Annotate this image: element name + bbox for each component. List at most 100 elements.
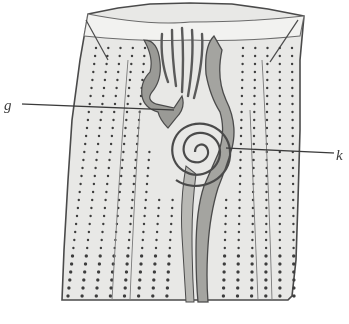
stipple-dot	[91, 79, 93, 81]
stipple-dot	[155, 247, 157, 249]
stipple-dot	[254, 63, 256, 65]
stipple-dot	[292, 159, 294, 161]
stipple-dot	[279, 183, 281, 185]
stipple-dot	[278, 270, 281, 273]
stipple-dot	[107, 175, 109, 177]
stipple-dot	[158, 207, 160, 209]
stipple-dot	[98, 135, 100, 137]
stipple-dot	[292, 143, 294, 145]
stipple-dot	[251, 239, 253, 241]
stipple-dot	[223, 262, 226, 265]
stipple-dot	[264, 270, 267, 273]
stipple-dot	[251, 262, 254, 265]
stipple-dot	[253, 103, 255, 105]
stipple-dot	[89, 223, 91, 225]
stipple-dot	[264, 262, 267, 265]
stipple-dot	[279, 207, 281, 209]
stipple-dot	[85, 135, 87, 137]
stipple-dot	[127, 95, 129, 97]
stipple-dot	[120, 175, 122, 177]
stipple-dot	[240, 127, 242, 129]
stipple-dot	[156, 223, 158, 225]
stipple-dot	[254, 55, 256, 57]
stipple-dot	[265, 239, 267, 241]
stipple-dot	[239, 191, 241, 193]
stipple-dot	[142, 239, 144, 241]
stipple-dot	[279, 143, 281, 145]
stipple-dot	[73, 239, 75, 241]
stipple-dot	[126, 262, 129, 265]
stipple-dot	[279, 55, 281, 57]
stipple-dot	[115, 87, 117, 89]
stipple-dot	[266, 71, 268, 73]
stipple-dot	[77, 207, 79, 209]
label-g: g	[4, 98, 12, 114]
stipple-dot	[253, 127, 255, 129]
stipple-dot	[242, 47, 244, 49]
stipple-dot	[121, 159, 123, 161]
stipple-dot	[132, 191, 134, 193]
stipple-dot	[90, 207, 92, 209]
stipple-dot	[238, 207, 240, 209]
stipple-dot	[264, 254, 267, 257]
stipple-dot	[236, 294, 239, 297]
stipple-dot	[292, 207, 294, 209]
stipple-dot	[81, 167, 83, 169]
stipple-dot	[96, 151, 98, 153]
stipple-dot	[95, 47, 97, 49]
stipple-dot	[291, 71, 293, 73]
stipple-dot	[225, 199, 227, 201]
stipple-dot	[141, 247, 143, 249]
stipple-dot	[143, 215, 145, 217]
stipple-dot	[279, 95, 281, 97]
stipple-dot	[105, 63, 107, 65]
stipple-dot	[292, 167, 294, 169]
stipple-dot	[108, 159, 110, 161]
stipple-dot	[109, 294, 112, 297]
stipple-dot	[266, 119, 268, 121]
stipple-dot	[98, 262, 101, 265]
stipple-dot	[106, 55, 108, 57]
stipple-dot	[279, 223, 281, 225]
stipple-dot	[266, 63, 268, 65]
stipple-dot	[166, 278, 169, 281]
stipple-dot	[129, 223, 131, 225]
stipple-dot	[94, 55, 96, 57]
stipple-dot	[225, 215, 227, 217]
stipple-dot	[265, 223, 267, 225]
stipple-dot	[279, 103, 281, 105]
stipple-dot	[170, 231, 172, 233]
stipple-dot	[292, 231, 294, 233]
stipple-dot	[237, 254, 240, 257]
stipple-dot	[222, 286, 225, 289]
stipple-dot	[158, 199, 160, 201]
stipple-dot	[96, 278, 99, 281]
stipple-dot	[240, 111, 242, 113]
stipple-dot	[124, 135, 126, 137]
stipple-dot	[223, 270, 226, 273]
stipple-dot	[292, 135, 294, 137]
stipple-dot	[84, 262, 87, 265]
stipple-dot	[131, 55, 133, 57]
stipple-dot	[238, 231, 240, 233]
stipple-dot	[119, 47, 121, 49]
stipple-dot	[72, 247, 74, 249]
stipple-dot	[70, 262, 73, 265]
stipple-dot	[291, 95, 293, 97]
stipple-dot	[156, 231, 158, 233]
stipple-dot	[147, 167, 149, 169]
stipple-dot	[279, 111, 281, 113]
stipple-dot	[252, 223, 254, 225]
stipple-dot	[86, 127, 88, 129]
stipple-dot	[124, 127, 126, 129]
stipple-dot	[85, 254, 88, 257]
stipple-dot	[82, 278, 85, 281]
stipple-dot	[137, 294, 140, 297]
stipple-dot	[76, 215, 78, 217]
stipple-dot	[171, 215, 173, 217]
stipple-dot	[127, 103, 129, 105]
stipple-dot	[151, 294, 154, 297]
stipple-dot	[114, 103, 116, 105]
stipple-dot	[74, 231, 76, 233]
stipple-dot	[145, 199, 147, 201]
